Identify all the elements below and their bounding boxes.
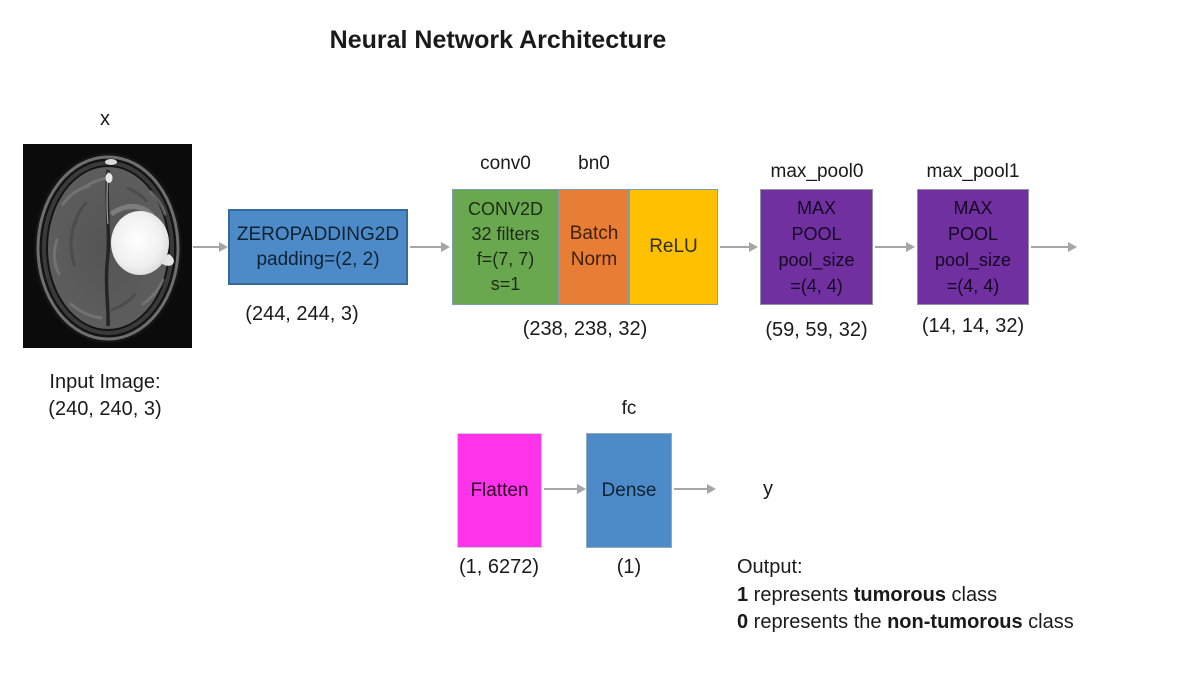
zeropad-name: ZEROPADDING2D bbox=[236, 224, 400, 245]
conv-line: s=1 bbox=[490, 274, 521, 294]
conv-line: f=(7, 7) bbox=[476, 249, 535, 269]
output-class-line-0: 0 represents the non-tumorous class bbox=[737, 609, 1074, 637]
brain-mri-image bbox=[23, 144, 192, 348]
batchnorm-line: Batch bbox=[569, 223, 619, 244]
output-class-name: tumorous bbox=[853, 583, 946, 606]
dense-layer-name-label: fc bbox=[621, 398, 637, 419]
conv-layer-name-label: conv0 bbox=[480, 153, 531, 174]
output-class-name: non-tumorous bbox=[887, 611, 1023, 633]
zeropad-params: padding=(2, 2) bbox=[256, 249, 380, 270]
flow-arrow-dense-to-output bbox=[674, 484, 716, 494]
output-text: class bbox=[945, 583, 998, 606]
conv-line: CONV2D bbox=[467, 199, 543, 219]
maxpool0-output-shape: (59, 59, 32) bbox=[765, 319, 868, 341]
maxpool1-layer-name-label: max_pool1 bbox=[926, 161, 1020, 182]
flow-arrow-flatten-to-dense bbox=[544, 484, 586, 494]
maxpool0-line: pool_size bbox=[778, 250, 855, 270]
maxpool0-line: MAX bbox=[796, 198, 836, 218]
input-image bbox=[23, 144, 192, 348]
flow-arrow-input-to-zeropad bbox=[193, 242, 228, 252]
batchnorm-line: Norm bbox=[570, 249, 618, 270]
zeropadding2d-layer-box: ZEROPADDING2D padding=(2, 2) bbox=[228, 209, 408, 285]
relu-layer-box: ReLU bbox=[629, 189, 718, 305]
dense-output-shape: (1) bbox=[616, 556, 642, 578]
flow-arrow-maxpool1-out bbox=[1031, 242, 1077, 252]
batchnorm-layer-box: Batch Norm bbox=[559, 189, 629, 305]
maxpool1-output-shape: (14, 14, 32) bbox=[921, 315, 1025, 337]
maxpool1-line: MAX bbox=[953, 198, 993, 218]
maxpool1-line: pool_size bbox=[934, 250, 1012, 270]
output-variable-label: y bbox=[763, 478, 773, 500]
flatten-output-shape: (1, 6272) bbox=[458, 556, 540, 578]
maxpool0-line: POOL bbox=[791, 224, 842, 244]
output-note: Output: 1 represents tumorous class 0 re… bbox=[737, 554, 1074, 637]
relu-label: ReLU bbox=[649, 236, 698, 257]
input-image-caption: Input Image: (240, 240, 3) bbox=[10, 369, 200, 423]
diagram-title: Neural Network Architecture bbox=[329, 26, 667, 54]
dense-label: Dense bbox=[601, 479, 657, 501]
output-text: represents the bbox=[748, 611, 888, 633]
output-text: represents bbox=[748, 583, 854, 606]
dense-layer-box: Dense bbox=[586, 433, 672, 548]
output-class-value: 0 bbox=[737, 611, 749, 633]
input-caption-shape: (240, 240, 3) bbox=[48, 398, 162, 420]
output-text: class bbox=[1022, 611, 1074, 633]
maxpool1-line: POOL bbox=[947, 224, 999, 244]
output-heading: Output: bbox=[737, 556, 803, 578]
flow-arrow-zeropad-to-conv bbox=[410, 242, 450, 252]
flatten-label: Flatten bbox=[470, 479, 529, 501]
conv2d-layer-box: CONV2D 32 filters f=(7, 7) s=1 bbox=[452, 189, 559, 305]
input-variable-label: x bbox=[100, 108, 110, 130]
conv-line: 32 filters bbox=[471, 224, 540, 244]
output-class-value: 1 bbox=[737, 583, 749, 606]
zeropad-output-shape: (244, 244, 3) bbox=[245, 303, 359, 325]
maxpool1-line: =(4, 4) bbox=[946, 276, 1000, 296]
input-caption-line: Input Image: bbox=[49, 371, 161, 393]
batchnorm-layer-name-label: bn0 bbox=[578, 153, 610, 174]
maxpool1-layer-box: MAX POOL pool_size =(4, 4) bbox=[917, 189, 1029, 305]
maxpool0-layer-box: MAX POOL pool_size =(4, 4) bbox=[760, 189, 873, 305]
output-class-line-1: 1 represents tumorous class bbox=[737, 582, 1074, 610]
flatten-layer-box: Flatten bbox=[457, 433, 542, 548]
flow-arrow-conv-to-maxpool0 bbox=[720, 242, 758, 252]
conv-block-output-shape: (238, 238, 32) bbox=[522, 318, 648, 340]
maxpool0-layer-name-label: max_pool0 bbox=[770, 161, 864, 182]
maxpool0-line: =(4, 4) bbox=[790, 276, 843, 296]
flow-arrow-maxpool0-to-maxpool1 bbox=[875, 242, 915, 252]
